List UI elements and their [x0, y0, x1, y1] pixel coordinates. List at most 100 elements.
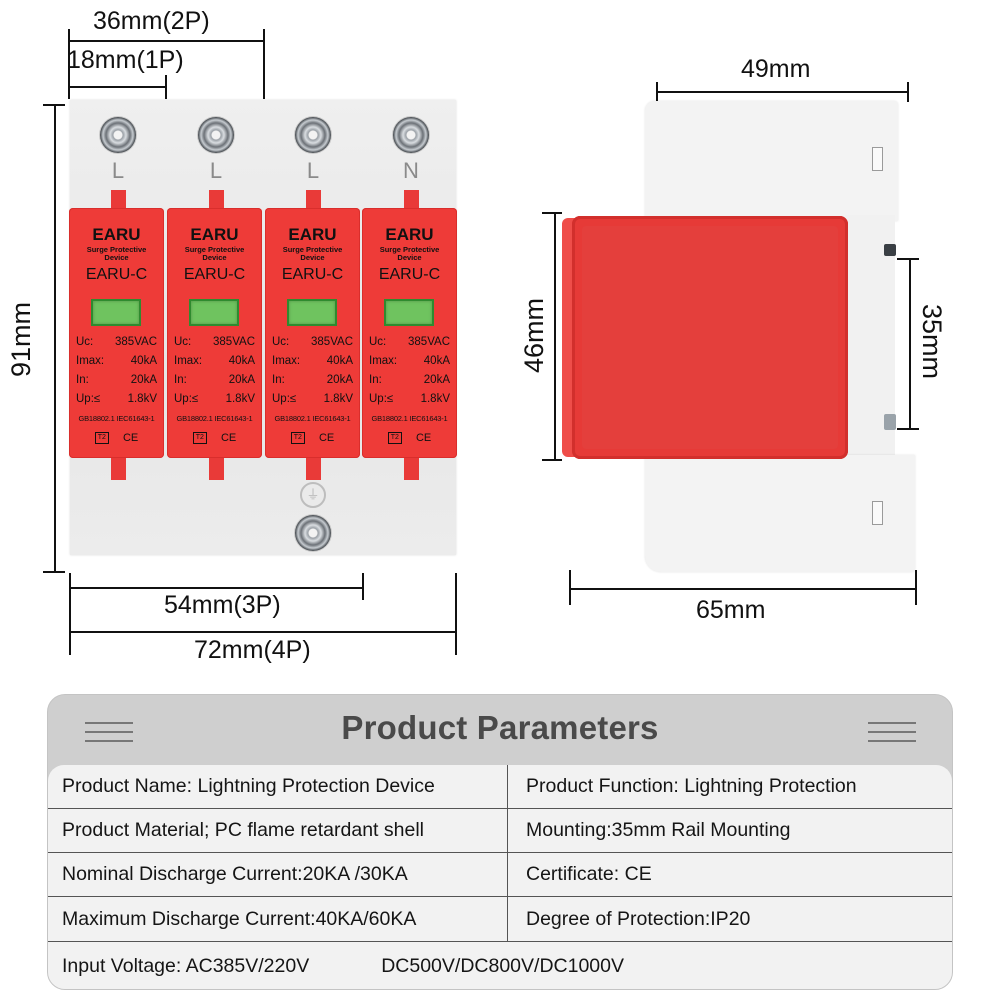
- module-tab: [111, 190, 126, 210]
- module-tab: [404, 456, 419, 480]
- dim-depth-top: 49mm: [741, 55, 811, 83]
- param-cell: Certificate: CE: [526, 863, 652, 885]
- dim-width-3p: 54mm(3P): [164, 591, 281, 619]
- status-indicator-window: [91, 299, 141, 326]
- dim-width-4p: 72mm(4P): [194, 636, 311, 664]
- decor-lines-icon: [85, 722, 133, 742]
- dim-line-1p: [68, 86, 166, 88]
- product-parameters-table: Product Parameters Product Name: Lightni…: [47, 694, 953, 990]
- module-marks: T2 CE: [265, 432, 360, 444]
- module-tab: [209, 190, 224, 210]
- spec-in: In:20kA: [174, 374, 255, 386]
- rail-clip-top: [884, 244, 896, 256]
- status-indicator-window: [384, 299, 434, 326]
- module-tab: [306, 456, 321, 480]
- param-cell: Product Material; PC flame retardant she…: [48, 809, 508, 852]
- param-cell: Maximum Discharge Current:40KA/60KA: [48, 897, 508, 941]
- param-cell: Product Function: Lightning Protection: [526, 775, 857, 797]
- ce-mark-icon: CE: [318, 432, 335, 444]
- spec-in: In:20kA: [272, 374, 353, 386]
- dim-tick: [542, 459, 562, 461]
- table-title: Product Parameters: [341, 709, 659, 746]
- side-housing-bottom: [645, 455, 915, 572]
- spec-in: In:20kA: [76, 374, 157, 386]
- input-voltage-dc: DC500V/DC800V/DC1000V: [381, 954, 625, 977]
- spec-up: Up:≤1.8kV: [76, 393, 157, 405]
- dim-tick: [455, 573, 457, 655]
- cover-panel: [582, 226, 838, 449]
- side-red-cover: [572, 216, 848, 459]
- dim-line-35: [909, 258, 911, 429]
- dim-tick: [43, 104, 65, 106]
- spec-uc: Uc:385VAC: [76, 336, 157, 348]
- spec-uc: Uc:385VAC: [174, 336, 255, 348]
- dim-line-65: [569, 588, 916, 590]
- param-cell: Degree of Protection:IP20: [526, 907, 751, 930]
- dim-tick: [907, 82, 909, 102]
- terminal-label: L: [111, 158, 125, 183]
- dim-line-46: [554, 212, 556, 460]
- module-model: EARU-C: [183, 266, 246, 283]
- vent-slot: [872, 147, 883, 171]
- module-tab: [209, 456, 224, 480]
- dim-tick: [897, 258, 919, 260]
- rail-clip-bottom: [884, 414, 896, 430]
- table-row: Nominal Discharge Current:20KA /30KA Cer…: [48, 853, 952, 897]
- module-standards: GB18802.1 IEC61643-1: [371, 414, 448, 423]
- spec-imax: Imax:40kA: [174, 355, 255, 367]
- module-standards: GB18802.1 IEC61643-1: [78, 414, 155, 423]
- dim-tick: [43, 571, 65, 573]
- dim-tick: [915, 570, 917, 605]
- terminal-screw-icon: [100, 117, 136, 153]
- module-brand: EARU: [190, 225, 239, 244]
- ce-mark-icon: CE: [415, 432, 432, 444]
- status-indicator-window: [287, 299, 337, 326]
- t2-mark-icon: T2: [94, 432, 109, 444]
- vent-slot: [872, 501, 883, 525]
- dim-tick: [542, 212, 562, 214]
- ce-mark-icon: CE: [220, 432, 237, 444]
- dim-tick: [68, 29, 70, 99]
- dim-depth-total: 65mm: [696, 596, 766, 624]
- terminal-label: N: [403, 158, 419, 183]
- module-tab: [404, 190, 419, 210]
- module-brand: EARU: [385, 225, 434, 244]
- dim-tick: [165, 75, 167, 99]
- dim-width-2p: 36mm(2P): [93, 7, 210, 35]
- module-tab: [306, 190, 321, 210]
- spec-imax: Imax:40kA: [76, 355, 157, 367]
- table-body: Product Name: Lightning Protection Devic…: [48, 765, 952, 989]
- spec-imax: Imax:40kA: [272, 355, 353, 367]
- terminal-label: L: [306, 158, 320, 183]
- dim-tick: [69, 573, 71, 655]
- module-tab: [111, 456, 126, 480]
- side-housing-top: [645, 101, 898, 221]
- status-indicator-window: [189, 299, 239, 326]
- module-brand: EARU: [288, 225, 337, 244]
- dim-tick: [897, 428, 919, 430]
- module-marks: T2 CE: [167, 432, 262, 444]
- param-cell: Nominal Discharge Current:20KA /30KA: [48, 853, 508, 896]
- module-marks: T2 CE: [362, 432, 457, 444]
- spec-up: Up:≤1.8kV: [369, 393, 450, 405]
- module-standards: GB18802.1 IEC61643-1: [176, 414, 253, 423]
- module-brand: EARU: [92, 225, 141, 244]
- dim-line-3p: [69, 587, 362, 589]
- table-row: Product Material; PC flame retardant she…: [48, 809, 952, 853]
- param-cell: Product Name: Lightning Protection Devic…: [48, 765, 508, 808]
- dim-tick: [362, 573, 364, 600]
- terminal-screw-icon: [393, 117, 429, 153]
- module-model: EARU-C: [378, 266, 441, 283]
- spec-up: Up:≤1.8kV: [272, 393, 353, 405]
- table-row: Product Name: Lightning Protection Devic…: [48, 765, 952, 809]
- spec-up: Up:≤1.8kV: [174, 393, 255, 405]
- ce-mark-icon: CE: [122, 432, 139, 444]
- ground-screw-icon: [295, 515, 331, 551]
- t2-mark-icon: T2: [192, 432, 207, 444]
- table-row: Maximum Discharge Current:40KA/60KA Degr…: [48, 897, 952, 942]
